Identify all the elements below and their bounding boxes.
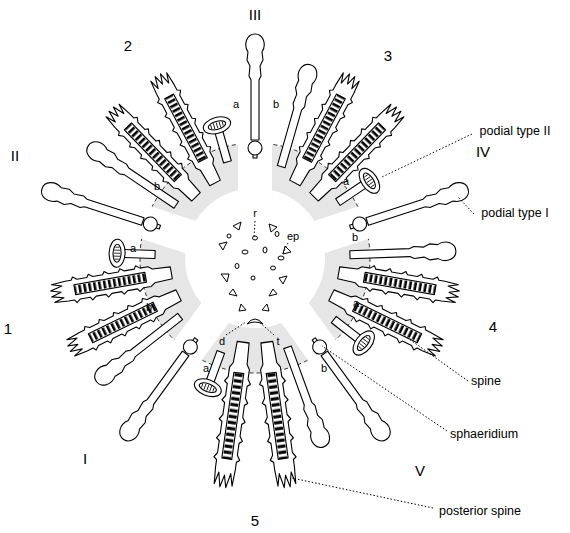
structure-letter: t — [276, 336, 279, 347]
ambulacrum-number: I — [83, 451, 87, 466]
callout-label: posterior spine — [439, 505, 521, 518]
podium-type-1 — [364, 180, 471, 230]
podium-type-1 — [91, 309, 186, 389]
podium-type-1 — [317, 348, 394, 445]
sphaeridium-drawing — [308, 335, 329, 357]
podium-type-2 — [201, 114, 241, 166]
callout-label: podial type I — [481, 207, 548, 220]
podium-type-1 — [272, 62, 319, 169]
plate-column-letter: a — [343, 176, 349, 187]
interambulacrum-number: 5 — [251, 513, 259, 528]
spine-drawing — [49, 260, 174, 307]
podium-type-2 — [325, 309, 378, 359]
podium-type-1 — [350, 242, 457, 264]
podium-type-1 — [39, 180, 146, 230]
plate-column-letter: b — [273, 99, 279, 110]
plate-column-letter: b — [321, 363, 327, 374]
callout-label: sphaeridium — [450, 428, 518, 441]
structure-letter: r — [253, 208, 257, 219]
podium-type-1 — [246, 34, 264, 140]
podium-type-1 — [279, 344, 333, 450]
plate-column-letter: a — [203, 363, 209, 374]
callout-label: podial type II — [480, 125, 551, 138]
ambulacrum-number: V — [415, 463, 425, 478]
plate-column-letter: a — [130, 243, 136, 254]
ambulacrum-number: IV — [476, 144, 490, 159]
structure-letter: d — [219, 336, 225, 347]
podium-type-2 — [109, 239, 156, 269]
ambulacrum-number: III — [249, 7, 262, 22]
spine-drawing — [326, 284, 447, 361]
plate-column-letter: b — [352, 232, 358, 243]
plate-column-letter: b — [146, 302, 152, 313]
plate-column-letter: b — [154, 181, 160, 192]
interambulacrum-number: 1 — [4, 321, 12, 336]
sphaeridium-drawing — [142, 215, 162, 234]
podium-type-2 — [192, 347, 234, 400]
structure-letter: ep — [287, 231, 299, 242]
sphaeridium-drawing — [248, 141, 262, 158]
interambulacrum-number: 2 — [124, 38, 132, 53]
peristomal-plates — [219, 222, 291, 324]
interambulacrum-number: 4 — [489, 319, 497, 334]
podia — [39, 34, 471, 450]
ambulacrum-number: II — [11, 148, 19, 163]
sphaeridium-drawing — [181, 335, 202, 357]
callout-label: spine — [471, 375, 501, 388]
plate-column-letter: a — [353, 298, 359, 309]
sphaeridium-drawing — [348, 215, 368, 234]
interambulacrum-number: 3 — [384, 48, 392, 63]
plate-column-letter: a — [233, 99, 239, 110]
podium-type-2 — [330, 165, 384, 214]
leader-lines — [226, 134, 474, 508]
podium-type-1 — [83, 138, 181, 213]
